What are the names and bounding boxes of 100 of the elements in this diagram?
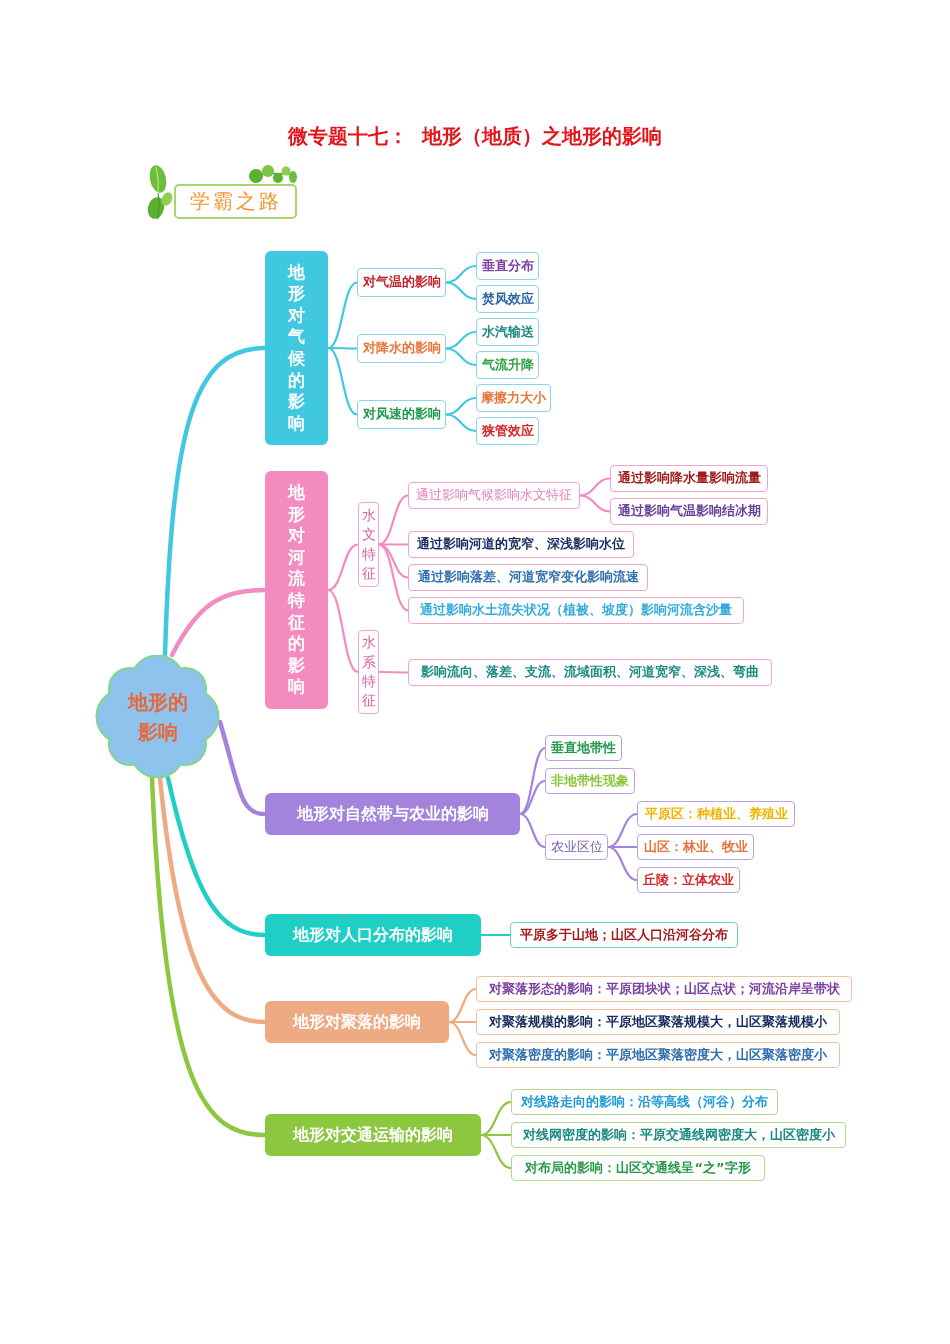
- node-text: 非地带性现象: [551, 772, 629, 790]
- node-box: [637, 801, 795, 827]
- branch-line: [377, 543, 410, 579]
- node-box: [476, 384, 551, 412]
- node-text: 通过影响降水量影响流量: [617, 470, 761, 487]
- node-box: [476, 1009, 840, 1035]
- node-box: [637, 867, 740, 893]
- topic-text: 地形对聚落的影响: [293, 1012, 421, 1032]
- node-text: 丘陵：立体农业: [643, 871, 734, 889]
- node-text: 对风速的影响: [362, 406, 441, 423]
- badge-text: 学霸之路: [189, 189, 282, 214]
- node-text: 水系特征: [361, 633, 376, 711]
- node-text: 水文特征: [361, 505, 376, 583]
- branch-line: [578, 494, 612, 513]
- node-text: 气流升降: [481, 356, 534, 374]
- node-box: [511, 1089, 778, 1115]
- branch-line: [447, 1020, 478, 1057]
- branch-line: [165, 775, 268, 938]
- branch-line: [217, 719, 268, 817]
- topic-box: [265, 471, 328, 709]
- node-box: [476, 1042, 840, 1068]
- page-title: 微专题十七： 地形（地质）之地形的影响: [288, 123, 662, 149]
- topic-box: [265, 1001, 449, 1043]
- branch-line: [578, 477, 612, 497]
- topic-text: 地形对气候的影响: [288, 261, 305, 435]
- branch-line: [162, 345, 268, 658]
- branch-line: [377, 543, 410, 612]
- topic-box: [265, 914, 481, 956]
- node-text: 平原多于山地；山区人口沿河谷分布: [520, 926, 728, 944]
- topic-text: 地形对河流特征的影响: [288, 482, 305, 698]
- node-text: 山区：林业、牧业: [643, 838, 748, 856]
- topic-box: [265, 793, 520, 835]
- node-box: [408, 531, 634, 558]
- node-text: 通过影响河道的宽窄、深浅影响水位: [417, 536, 625, 553]
- node-box: [511, 1155, 765, 1181]
- node-text: 水汽输送: [481, 323, 534, 341]
- node-text: 焚风效应: [481, 290, 534, 308]
- node-text: 通过影响落差、河道宽窄变化影响流速: [417, 569, 639, 586]
- node-box: [545, 735, 622, 761]
- branch-line: [444, 281, 478, 301]
- node-box: [476, 351, 539, 379]
- node-text: 对聚落规模的影响：平原地区聚落规模大，山区聚落规模小: [489, 1013, 827, 1031]
- branch-line: [377, 543, 410, 546]
- central-topic-text: 地形的影响: [127, 688, 188, 746]
- node-box: [545, 768, 635, 794]
- node-box: [476, 285, 539, 313]
- node-box: [408, 564, 648, 591]
- node-box: [610, 465, 768, 492]
- node-box: [476, 417, 539, 445]
- node-box: [476, 252, 539, 280]
- branch-line: [157, 775, 268, 1025]
- node-box: [510, 922, 738, 948]
- branch-line: [149, 775, 268, 1138]
- node-text: 对气温的影响: [362, 274, 441, 291]
- node-text: 影响流向、落差、支流、流域面积、河道宽窄、深浅、弯曲: [421, 664, 759, 681]
- node-box: [357, 268, 446, 297]
- branch-line: [326, 588, 360, 674]
- node-box: [476, 318, 539, 346]
- branch-line: [444, 396, 478, 416]
- node-text: 对聚落形态的影响：平原团块状；山区点状；河流沿岸呈带状: [488, 980, 840, 998]
- topic-box: [265, 1114, 481, 1156]
- node-text: 对布局的影响：山区交通线呈“之”字形: [525, 1159, 751, 1177]
- node-box: [637, 834, 754, 860]
- topic-box: [265, 251, 328, 445]
- node-text: 对聚落密度的影响：平原地区聚落密度大，山区聚落密度小: [489, 1046, 827, 1064]
- branch-line: [326, 281, 359, 350]
- node-text: 垂直分布: [481, 257, 534, 275]
- node-box: [408, 659, 772, 686]
- node-text: 平原区：种植业、养殖业: [644, 805, 788, 823]
- branch-line: [479, 933, 512, 937]
- branch-line: [444, 264, 478, 284]
- branch-line: [326, 346, 359, 416]
- node-text: 对降水的影响: [362, 340, 441, 357]
- node-text: 通过影响气候影响水文特征: [416, 487, 572, 504]
- branch-line: [444, 413, 478, 433]
- node-text: 对线网密度的影响：平原交通线网密度大，山区密度小: [522, 1126, 835, 1144]
- node-box: [545, 834, 608, 860]
- badge-frame: [174, 184, 297, 219]
- node-text: 对线路走向的影响：沿等高线（河谷）分布: [521, 1093, 768, 1111]
- branch-line: [606, 845, 639, 882]
- node-box: [408, 597, 744, 624]
- branch-line: [169, 587, 268, 658]
- node-box: [357, 400, 446, 429]
- node-text: 通过影响气温影响结冰期: [617, 503, 761, 520]
- branch-line: [518, 812, 547, 849]
- topic-text: 地形对自然带与农业的影响: [296, 804, 489, 824]
- branch-line: [479, 1133, 513, 1170]
- node-text: 通过影响水土流失状况（植被、坡度）影响河流含沙量: [420, 602, 732, 619]
- node-text: 垂直地带性: [551, 739, 616, 757]
- node-text: 农业区位: [550, 838, 603, 856]
- branch-line: [444, 330, 478, 350]
- node-box: [357, 334, 446, 363]
- node-box: [610, 498, 768, 525]
- node-box: [511, 1122, 846, 1148]
- node-box: [476, 976, 852, 1002]
- node-text: 狭管效应: [481, 422, 534, 440]
- branch-line: [444, 347, 478, 367]
- branch-line: [377, 670, 410, 674]
- topic-text: 地形对人口分布的影响: [293, 925, 453, 945]
- node-text: 摩擦力大小: [481, 389, 546, 407]
